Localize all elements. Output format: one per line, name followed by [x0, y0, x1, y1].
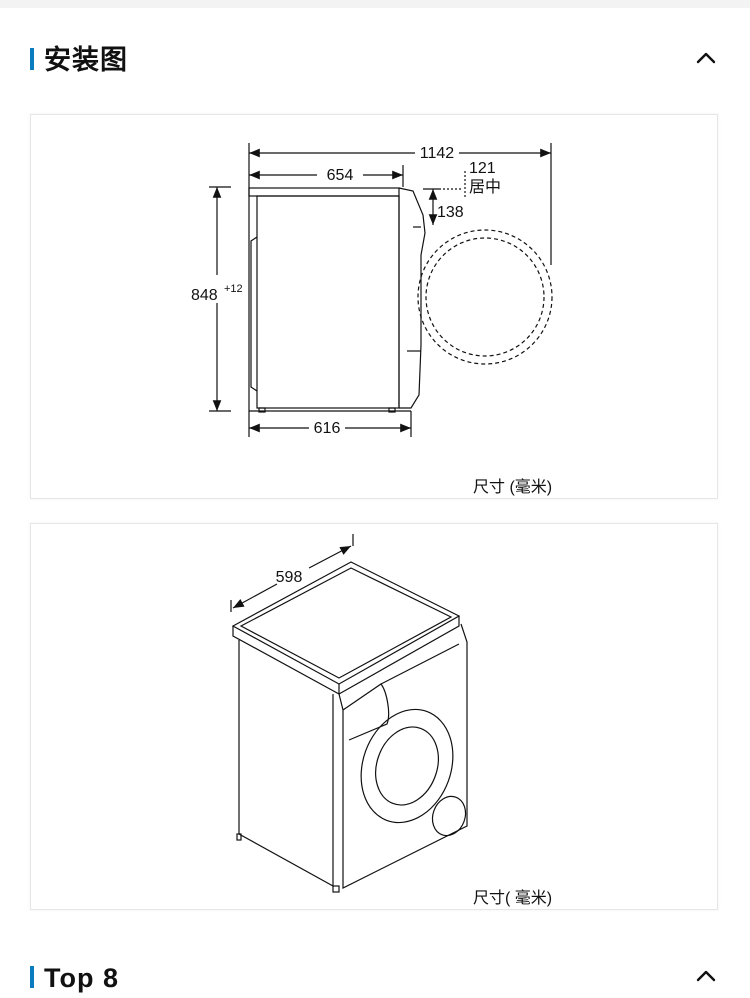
dim-width-total: 1142: [420, 145, 455, 162]
perspective-diagram: 598: [230, 534, 468, 893]
units-label: 尺寸( 毫米): [473, 890, 553, 907]
section-title: 安装图: [44, 45, 128, 75]
dim-door-depth: 138: [437, 204, 464, 221]
dim-door-offset: 121: [469, 160, 496, 177]
section-title: Top 8: [44, 963, 119, 993]
dim-height-tolerance: +12: [224, 283, 243, 295]
section-header-installation[interactable]: 安装图: [30, 40, 720, 80]
units-label: 尺寸 (毫米): [473, 479, 553, 496]
section-header-top8[interactable]: Top 8: [30, 958, 720, 998]
accent-bar: [30, 966, 34, 988]
top-divider: [0, 0, 750, 8]
side-view-diagram: 1142 654 121 居中 138 848 +12 616: [191, 143, 553, 437]
chevron-up-icon[interactable]: [692, 44, 720, 72]
dim-height: 848: [191, 287, 218, 304]
accent-bar: [30, 48, 34, 70]
chevron-up-icon[interactable]: [692, 962, 720, 990]
dim-door-offset-note: 居中: [469, 178, 501, 196]
dim-depth-base: 616: [314, 420, 341, 437]
perspective-diagram-card: 598 尺寸( 毫米): [30, 523, 718, 910]
dim-depth-top: 654: [327, 167, 354, 184]
side-view-diagram-card: 1142 654 121 居中 138 848 +12 616 尺寸 (毫米): [30, 114, 718, 499]
dim-width: 598: [276, 569, 303, 586]
